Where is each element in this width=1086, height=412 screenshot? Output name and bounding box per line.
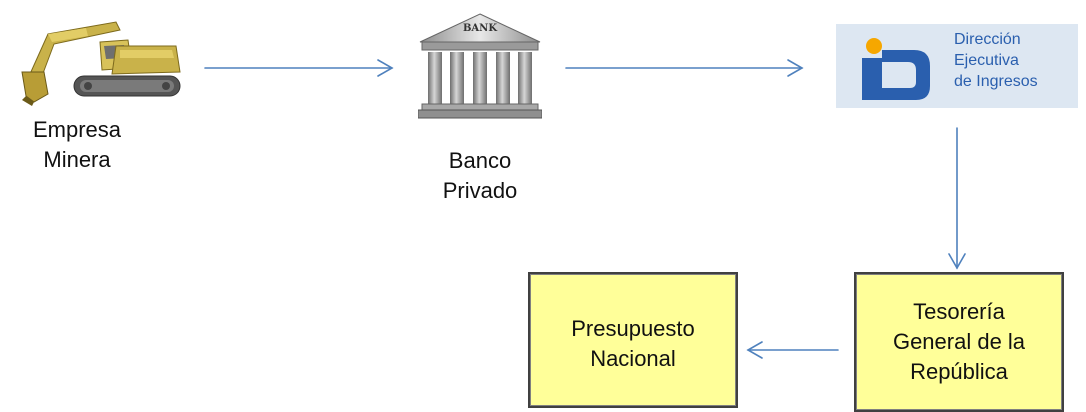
empresa-minera-label: Empresa Minera [32, 117, 122, 172]
presupuesto-line-2: Nacional [590, 346, 676, 371]
tesoreria-box: Tesorería General de la República [854, 272, 1064, 412]
bank-building-icon: BANK [418, 12, 542, 124]
arrow-tesoreria-to-presupuesto [746, 341, 839, 359]
tesoreria-line-2: General de la [892, 329, 1026, 354]
excavator-icon [8, 16, 188, 106]
dei-logo-icon [862, 38, 930, 100]
presupuesto-line-1: Presupuesto [571, 316, 695, 341]
dei-logo: Dirección Ejecutiva de Ingresos [836, 24, 1078, 108]
bank-sign: BANK [462, 23, 498, 34]
arrow-dei-to-tesoreria [948, 127, 966, 270]
tesoreria-line-3: República [910, 359, 1008, 384]
arrow-empresa-to-banco [204, 59, 394, 77]
banco-privado-label: Banco Privado [442, 148, 518, 203]
dei-logo-text: Dirección Ejecutiva de Ingresos [954, 31, 1038, 90]
arrow-banco-to-dei [565, 59, 804, 77]
tesoreria-line-1: Tesorería [913, 299, 1005, 324]
presupuesto-box: Presupuesto Nacional [528, 272, 738, 408]
